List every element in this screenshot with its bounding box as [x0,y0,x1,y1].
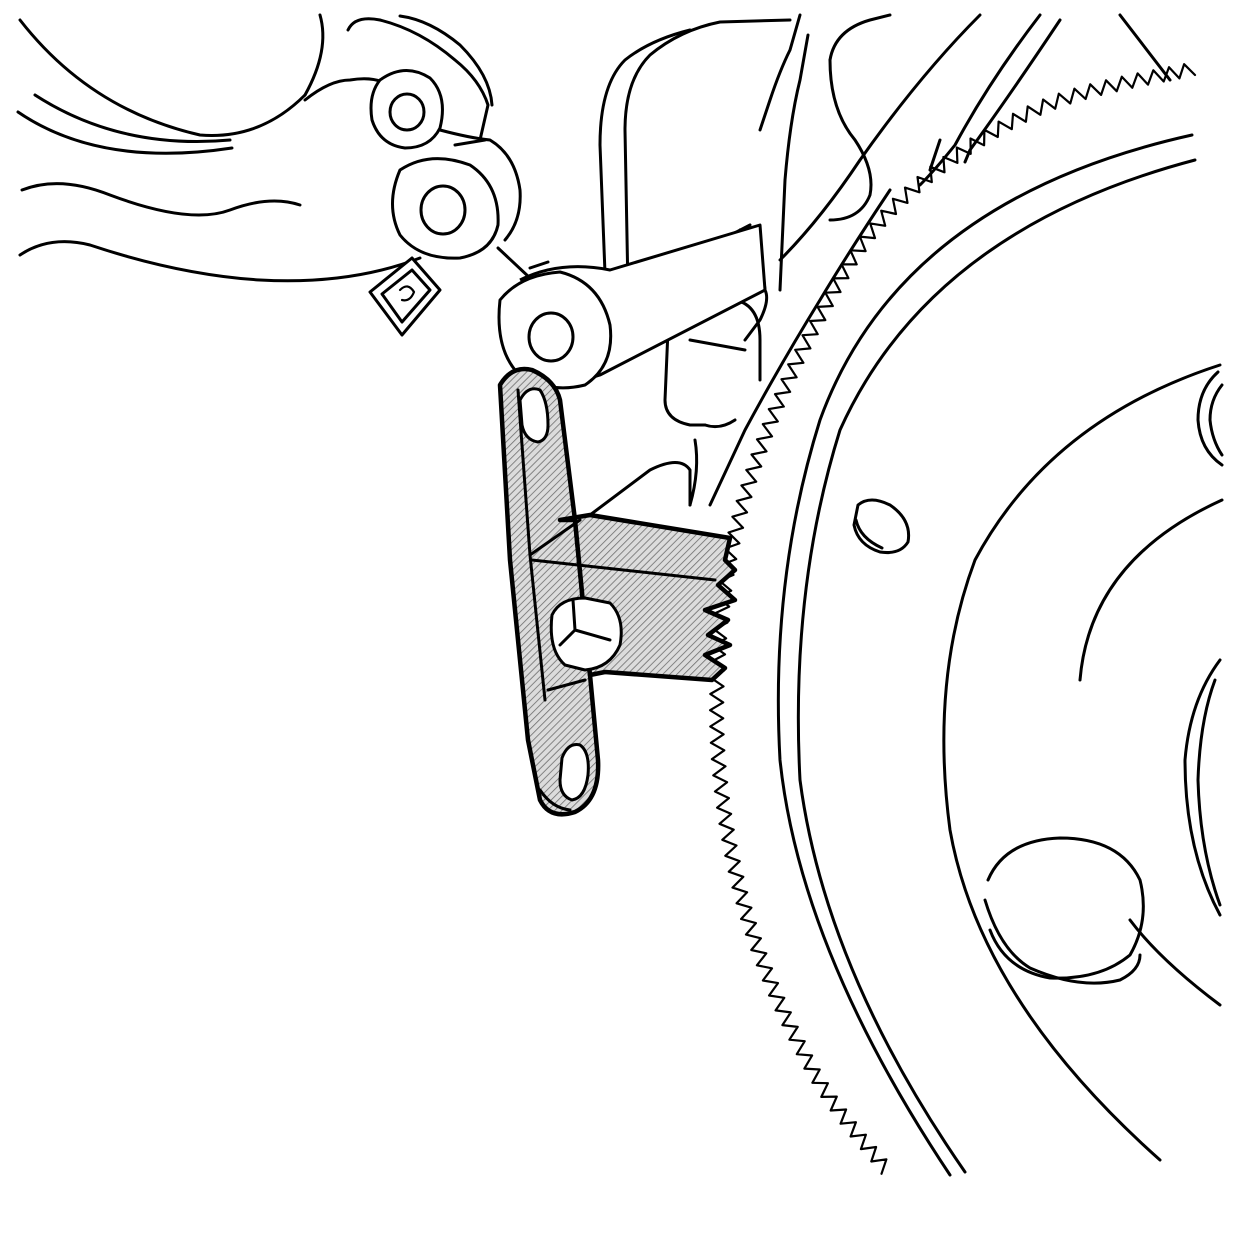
gear-tooth-profile [709,63,1197,1175]
flywheel [776,133,1224,1177]
small-clip [368,256,442,337]
engine-block-housing [16,13,532,283]
ring-gear-teeth [709,63,1197,1175]
holding-tool [497,366,738,817]
tool-bolt [549,596,623,672]
mount-lug [497,223,767,390]
